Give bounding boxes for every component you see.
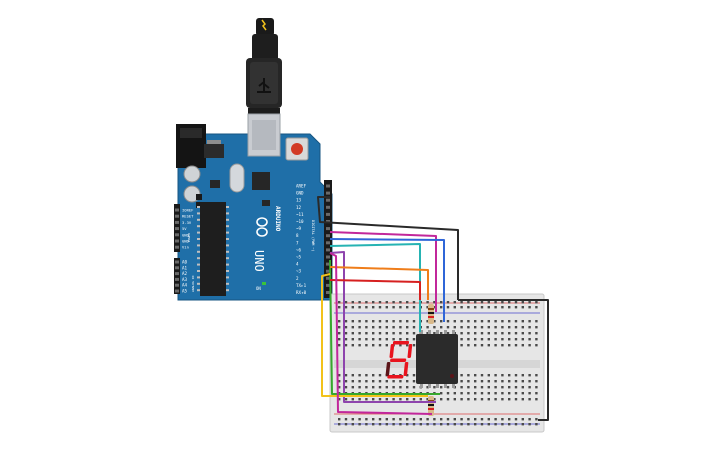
- analog-pin-label: A1: [182, 265, 188, 270]
- jumper-wire[interactable]: [321, 273, 428, 397]
- digital-pin-label: 7: [296, 240, 299, 245]
- digital-pin-label: 8: [296, 233, 299, 238]
- digital-pin-label: ~5: [296, 255, 302, 260]
- analog-pin-label: A4: [182, 283, 188, 288]
- power-pin-label: 5V: [182, 226, 187, 231]
- digital-pin-label: 12: [296, 205, 302, 210]
- analog-pin-label: A2: [182, 271, 188, 276]
- digital-pin-label: GND: [296, 191, 304, 196]
- digital-pin-header: [324, 180, 332, 298]
- seven-segment-display[interactable]: [385, 330, 458, 388]
- analog-pin-header: [174, 258, 180, 294]
- jumper-wire[interactable]: [329, 252, 433, 415]
- brand-text: ARDUINO: [274, 206, 281, 232]
- jumper-wire[interactable]: [329, 231, 437, 312]
- usb-icon: [257, 78, 271, 93]
- arduino-uno-board[interactable]: ARDUINO UNO ON AREF GND 13 12 ~11 ~10 ~9 8 7 ~6 ~5…: [174, 113, 333, 301]
- analog-pin-label: A3: [182, 277, 188, 282]
- decimal-point: [450, 374, 454, 378]
- capacitor: [183, 165, 201, 183]
- crystal-oscillator: [229, 163, 245, 193]
- power-section-label: POWER: [187, 233, 191, 242]
- segment-e: [385, 362, 391, 376]
- jumper-wire[interactable]: [329, 266, 429, 300]
- digital-pin-label: AREF: [296, 184, 307, 189]
- jumper-wire[interactable]: [329, 243, 421, 332]
- jumper-wire[interactable]: [329, 238, 445, 322]
- digital-pin-label: TX▸1: [296, 283, 307, 288]
- power-pin-label: GND: [182, 239, 190, 244]
- digital-pin-label: 2: [296, 276, 299, 281]
- analog-section-label: ANALOG IN: [191, 276, 195, 292]
- analog-pin-label: A0: [182, 260, 188, 265]
- digital-pin-label: ~10: [296, 219, 304, 224]
- usb-cable: [246, 18, 282, 130]
- jumper-wire[interactable]: [329, 259, 440, 395]
- icsp-header: [196, 194, 202, 208]
- digital-pin-label: 4: [296, 262, 299, 267]
- segment-g: [390, 358, 407, 362]
- microcontroller-chip: [197, 202, 229, 296]
- segment-b: [407, 344, 413, 358]
- digital-pin-label: ~9: [296, 226, 302, 231]
- on-label: ON: [256, 286, 261, 291]
- digital-pin-label: ~11: [296, 212, 304, 217]
- digital-pin-label: ~3: [296, 269, 302, 274]
- resistor[interactable]: [428, 304, 434, 324]
- segment-d: [387, 375, 404, 379]
- usb-interface-chip: [252, 172, 270, 190]
- analog-pin-label: A5: [182, 289, 188, 294]
- jumper-wire[interactable]: [329, 251, 436, 403]
- segment-a: [392, 341, 410, 345]
- digital-section-label: DIGITAL (PWM ~): [311, 220, 315, 252]
- digital-pin-label: RX◂0: [296, 290, 307, 295]
- power-pin-label: 3.3V: [182, 220, 192, 225]
- reset-button[interactable]: [285, 137, 309, 161]
- board-logo-text: UNO: [252, 250, 266, 272]
- jumper-wire[interactable]: [329, 279, 421, 300]
- segment-f: [389, 344, 395, 358]
- power-pin-label: GND: [182, 232, 190, 237]
- jumper-wire[interactable]: [458, 299, 549, 421]
- dc-power-jack: [176, 124, 206, 168]
- segment-c: [403, 362, 409, 376]
- digital-pin-label: ~6: [296, 247, 302, 252]
- power-pin-label: IOREF: [182, 208, 194, 213]
- voltage-regulator: [204, 144, 224, 158]
- power-pin-label: RESET: [182, 214, 194, 219]
- digital-pin-label: 13: [296, 198, 302, 203]
- power-pin-label: Vin: [182, 245, 189, 250]
- on-led: [262, 282, 266, 285]
- jumper-wire[interactable]: [317, 196, 459, 300]
- arduino-logo: [256, 217, 268, 237]
